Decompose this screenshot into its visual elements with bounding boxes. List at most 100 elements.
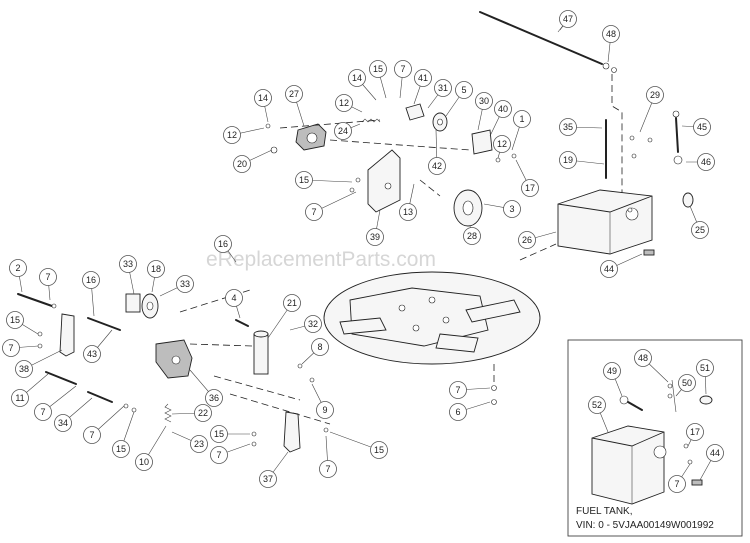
callout-circle bbox=[600, 260, 618, 278]
callout-48: 48 bbox=[602, 25, 620, 43]
callout-number: 11 bbox=[15, 393, 24, 403]
callout-number: 14 bbox=[352, 73, 362, 83]
callout-circle bbox=[176, 275, 194, 293]
callout-circle bbox=[686, 423, 704, 441]
callout-7: 7 bbox=[210, 446, 228, 464]
callout-13: 13 bbox=[399, 203, 417, 221]
callout-number: 7 bbox=[89, 430, 94, 440]
callout-circle bbox=[112, 440, 130, 458]
callout-29: 29 bbox=[646, 86, 664, 104]
callout-circle bbox=[348, 69, 366, 87]
callout-10: 10 bbox=[135, 453, 153, 471]
callout-6: 6 bbox=[449, 403, 467, 421]
callout-number: 52 bbox=[592, 400, 602, 410]
callout-circle bbox=[399, 203, 417, 221]
callout-circle bbox=[39, 268, 57, 286]
callout-41: 41 bbox=[414, 69, 432, 87]
callout-number: 35 bbox=[563, 122, 573, 132]
callout-circle bbox=[295, 171, 313, 189]
callout-number: 41 bbox=[418, 73, 428, 83]
callout-circle bbox=[603, 362, 621, 380]
callout-circle bbox=[233, 155, 251, 173]
callout-39: 39 bbox=[366, 228, 384, 246]
callout-number: 34 bbox=[58, 418, 68, 428]
callout-25: 25 bbox=[691, 221, 709, 239]
callout-circle bbox=[6, 311, 24, 329]
callout-40: 40 bbox=[494, 100, 512, 118]
callout-circle bbox=[696, 359, 714, 377]
callout-17: 17 bbox=[521, 179, 539, 197]
callout-circle bbox=[559, 118, 577, 136]
callout-14: 14 bbox=[254, 89, 272, 107]
callout-46: 46 bbox=[697, 153, 715, 171]
callout-number: 38 bbox=[19, 364, 29, 374]
callout-circle bbox=[369, 60, 387, 78]
callout-number: 39 bbox=[370, 232, 380, 242]
fuel-tank-inset: FUEL TANK, VIN: 0 - 5VJAA00149W001992 bbox=[567, 339, 743, 537]
callout-16: 16 bbox=[82, 271, 100, 289]
callout-14: 14 bbox=[348, 69, 366, 87]
callout-number: 33 bbox=[123, 259, 133, 269]
callout-16: 16 bbox=[214, 235, 232, 253]
callout-9: 9 bbox=[316, 401, 334, 419]
callout-number: 7 bbox=[8, 343, 13, 353]
callout-15: 15 bbox=[112, 440, 130, 458]
callout-number: 46 bbox=[701, 157, 711, 167]
callout-circle bbox=[503, 200, 521, 218]
callout-circle bbox=[455, 81, 473, 99]
callout-circle bbox=[82, 271, 100, 289]
callout-52: 52 bbox=[588, 396, 606, 414]
callout-circle bbox=[691, 221, 709, 239]
callout-7: 7 bbox=[319, 460, 337, 478]
callout-number: 12 bbox=[339, 98, 349, 108]
callout-number: 7 bbox=[40, 407, 45, 417]
callout-circle bbox=[494, 100, 512, 118]
callout-4: 4 bbox=[225, 289, 243, 307]
callout-45: 45 bbox=[693, 118, 711, 136]
callout-42: 42 bbox=[428, 157, 446, 175]
callout-12: 12 bbox=[335, 94, 353, 112]
callout-number: 4 bbox=[231, 293, 236, 303]
callout-5: 5 bbox=[455, 81, 473, 99]
callout-circle bbox=[254, 89, 272, 107]
callout-number: 28 bbox=[467, 231, 477, 241]
callout-7: 7 bbox=[305, 203, 323, 221]
callout-circle bbox=[305, 203, 323, 221]
callout-7: 7 bbox=[34, 403, 52, 421]
callout-number: 32 bbox=[308, 319, 318, 329]
callout-44: 44 bbox=[600, 260, 618, 278]
callout-number: 33 bbox=[180, 279, 190, 289]
callout-number: 44 bbox=[710, 448, 720, 458]
callout-number: 9 bbox=[322, 405, 327, 415]
callout-number: 30 bbox=[479, 96, 489, 106]
callout-22: 22 bbox=[194, 404, 212, 422]
callout-number: 7 bbox=[45, 272, 50, 282]
callout-number: 10 bbox=[139, 457, 149, 467]
callout-15: 15 bbox=[370, 441, 388, 459]
callout-number: 8 bbox=[317, 342, 322, 352]
callout-circle bbox=[493, 135, 511, 153]
callout-circle bbox=[34, 403, 52, 421]
callout-number: 12 bbox=[227, 130, 237, 140]
callout-circle bbox=[559, 151, 577, 169]
callout-circle bbox=[475, 92, 493, 110]
callout-number: 7 bbox=[674, 479, 679, 489]
callout-number: 49 bbox=[607, 366, 617, 376]
callout-number: 15 bbox=[116, 444, 126, 454]
callout-circle bbox=[11, 389, 29, 407]
callout-35: 35 bbox=[559, 118, 577, 136]
callout-1: 1 bbox=[513, 110, 531, 128]
callout-34: 34 bbox=[54, 414, 72, 432]
callout-circle bbox=[646, 86, 664, 104]
watermark-text: eReplacementParts.com bbox=[206, 248, 436, 271]
callout-number: 7 bbox=[400, 64, 405, 74]
callout-number: 20 bbox=[237, 159, 247, 169]
callout-20: 20 bbox=[233, 155, 251, 173]
callout-7: 7 bbox=[2, 339, 20, 357]
callout-number: 16 bbox=[218, 239, 228, 249]
callout-circle bbox=[518, 231, 536, 249]
callout-15: 15 bbox=[6, 311, 24, 329]
callout-circle bbox=[223, 126, 241, 144]
